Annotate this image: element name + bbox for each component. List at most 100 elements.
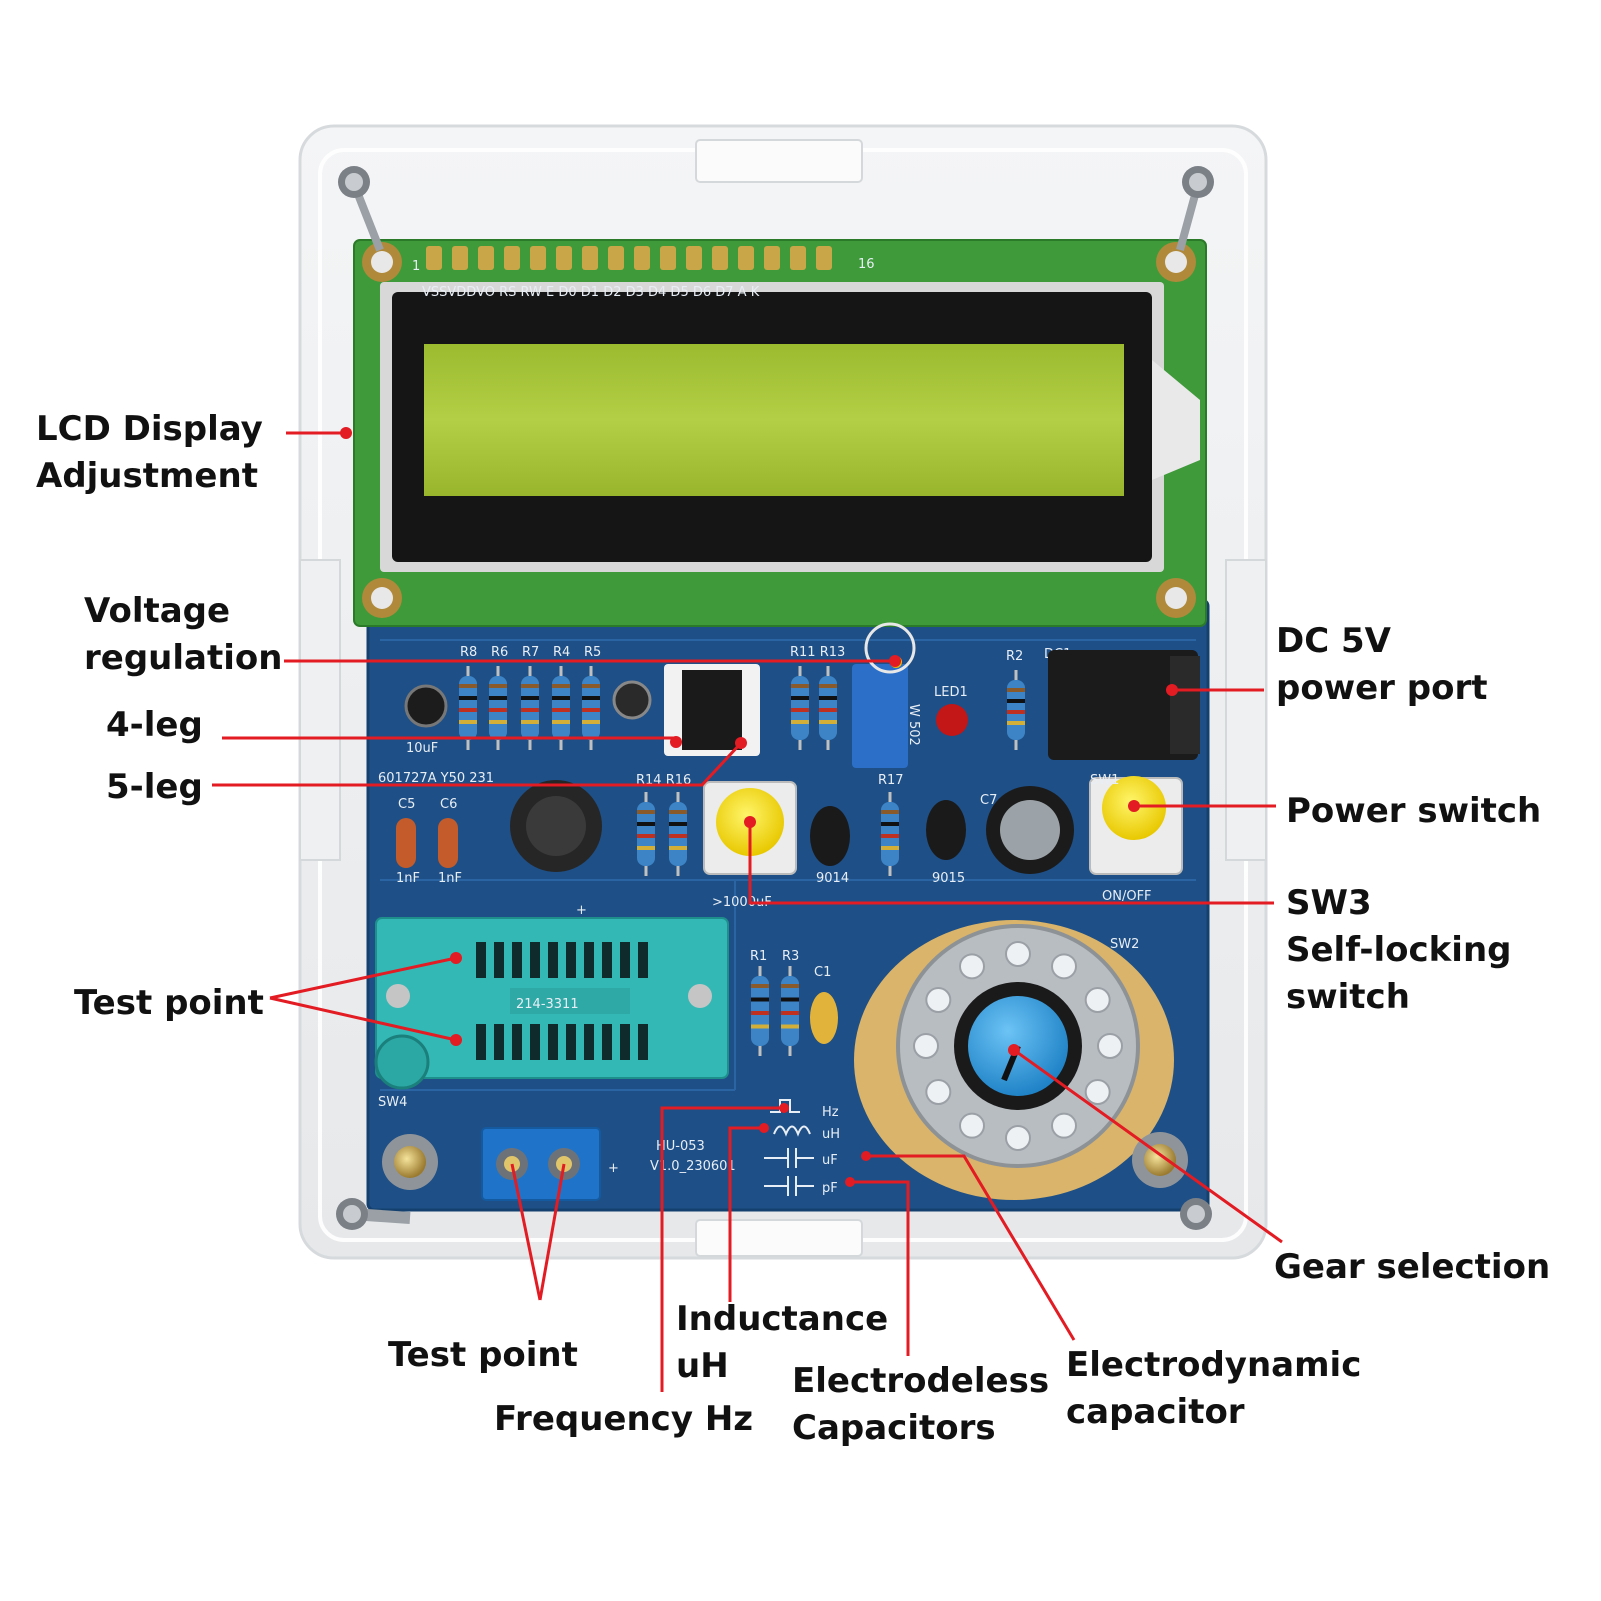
zif-slot: [638, 1024, 648, 1060]
lcd-pin: [686, 246, 702, 270]
led1-label: LED1: [934, 685, 968, 700]
c7-label: C7: [980, 793, 997, 808]
lcd-pin-last: 16: [858, 257, 875, 272]
lcd-pin-header: [426, 246, 832, 270]
rotary-contact: [1005, 1125, 1031, 1151]
label-5-leg: 5-leg: [106, 767, 203, 807]
lcd-pin: [634, 246, 650, 270]
rotary-contact: [1084, 1079, 1111, 1105]
callout-gear-selection: [1013, 1048, 1283, 1244]
r17-label: R17: [878, 773, 904, 788]
resistor-labels: R8 R6 R7 R4 R5: [460, 645, 601, 660]
socket-plus: +: [576, 903, 587, 918]
board-code: 601727A Y50 231: [378, 771, 494, 786]
model-code: HU-053: [656, 1139, 705, 1154]
lcd-pin: [582, 246, 598, 270]
zif-slot: [530, 942, 540, 978]
lcd-pin: [504, 246, 520, 270]
callout-sw3: [748, 822, 1274, 905]
label-power-switch: Power switch: [1286, 791, 1542, 831]
zif-slot: [530, 1024, 540, 1060]
c5-value: 1nF: [396, 871, 420, 886]
mode-pf: pF: [822, 1181, 838, 1196]
zif-test-socket: 214-3311 + SW4: [374, 903, 729, 1110]
label-dc-5v-port: DC 5V power port: [1276, 621, 1488, 708]
zif-slot: [584, 1024, 594, 1060]
socket-code: 214-3311: [516, 997, 579, 1012]
label-frequency: Frequency Hz: [494, 1399, 754, 1439]
c6-value: 1nF: [438, 871, 462, 886]
onoff-label: ON/OFF: [1102, 889, 1152, 904]
zif-slot: [602, 942, 612, 978]
zif-slot: [566, 1024, 576, 1060]
zif-slot: [566, 942, 576, 978]
bottom-hardware: + HU-053 V1.0_230601 Hz uH uF pF: [382, 1099, 1188, 1201]
label-4-leg: 4-leg: [106, 705, 203, 745]
callout-electrodynamic: [866, 1154, 1076, 1341]
zif-slot: [512, 1024, 522, 1060]
rotary-contact: [913, 1033, 939, 1059]
callout-frequency: [660, 1106, 784, 1392]
label-test-point-left: Test point: [74, 983, 264, 1023]
label-electrodynamic: Electrodynamic capacitor: [1066, 1345, 1362, 1432]
lcd-pin: [556, 246, 572, 270]
lcd-pin: [478, 246, 494, 270]
rotary-contact: [1084, 987, 1111, 1013]
mode-uh: uH: [822, 1127, 840, 1142]
lcd-pin: [738, 246, 754, 270]
lower-components: R1 R3 C1: [750, 949, 838, 1056]
zif-slot: [548, 1024, 558, 1060]
label-lcd-adjustment: LCD Display Adjustment: [36, 409, 263, 496]
callout-test-point-b: [538, 1163, 566, 1301]
callout-dots: [340, 427, 1178, 1187]
pot-marking: W 502: [906, 704, 921, 746]
r1-label: R1: [750, 949, 767, 964]
case-screws: [336, 166, 1214, 1230]
rotary-gear-switch: SW2: [854, 920, 1174, 1200]
q2-code: 9015: [932, 871, 965, 886]
r2-label: R2: [1006, 649, 1023, 664]
lcd-pin-names: VSSVDDVO RS RW E D0 D1 D2 D3 D4 D5 D6 D7…: [422, 285, 760, 300]
sw2-label: SW2: [1110, 937, 1139, 952]
r11-r13-label: R11 R13: [790, 645, 845, 660]
sw1-label: SW1: [1090, 773, 1119, 788]
label-sw3: SW3 Self-locking switch: [1286, 883, 1512, 1017]
lcd-pin-first: 1: [412, 259, 420, 274]
zif-slot: [494, 942, 504, 978]
callout-lines: [212, 431, 1283, 1392]
lcd-pin: [764, 246, 780, 270]
zif-slot: [584, 942, 594, 978]
rotary-contact: [1051, 953, 1077, 980]
sw4-label: SW4: [378, 1095, 407, 1110]
r5-label: R5: [584, 645, 601, 660]
label-test-point-bottom: Test point: [388, 1335, 578, 1375]
callout-inductance: [728, 1126, 764, 1302]
label-gear-selection: Gear selection: [1274, 1247, 1551, 1287]
zif-slot: [476, 942, 486, 978]
rotary-contact: [1097, 1033, 1123, 1059]
version-code: V1.0_230601: [650, 1159, 736, 1174]
lcd-pin: [530, 246, 546, 270]
zif-slot: [620, 1024, 630, 1060]
r3-label: R3: [782, 949, 799, 964]
callout-electrodeless: [850, 1180, 910, 1356]
lcd-pin: [712, 246, 728, 270]
label-inductance: Inductance uH: [676, 1299, 889, 1386]
callout-test-point-upper: [269, 956, 457, 1000]
zif-slot: [638, 942, 648, 978]
callout-test-point-lower: [269, 996, 457, 1042]
lcd-pin: [790, 246, 806, 270]
zif-slot: [620, 942, 630, 978]
c1-label: C1: [814, 965, 831, 980]
lcd-pin: [816, 246, 832, 270]
c5-label: C5: [398, 797, 415, 812]
rotary-contact: [925, 987, 952, 1013]
rotary-contact: [959, 953, 985, 980]
zif-slot: [494, 1024, 504, 1060]
label-voltage-regulation: Voltage regulation: [84, 591, 283, 678]
terminal-plus: +: [608, 1161, 619, 1176]
zif-slot: [548, 942, 558, 978]
rotary-contact: [1005, 941, 1031, 967]
zif-slot: [476, 1024, 486, 1060]
zif-slot: [602, 1024, 612, 1060]
